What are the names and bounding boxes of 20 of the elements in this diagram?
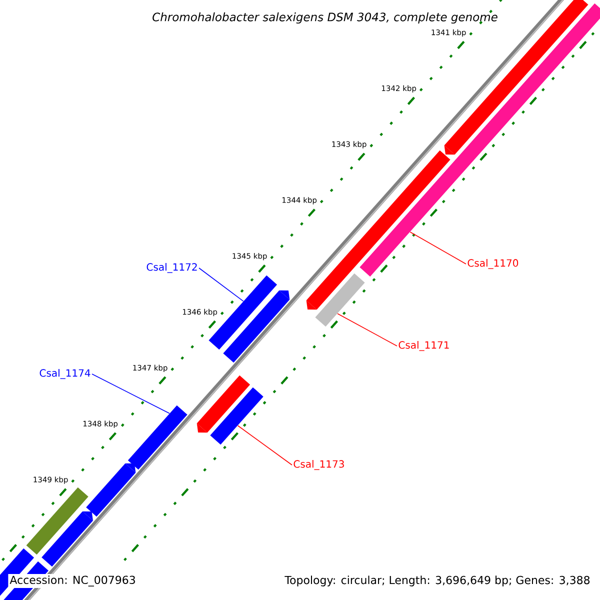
leader-line xyxy=(237,425,292,466)
accession-text: Accession: NC_007963 xyxy=(8,574,138,588)
gene-bar xyxy=(128,405,188,470)
gene-bar xyxy=(86,463,136,517)
leader-line xyxy=(410,232,466,264)
gene-label: Csal_1170 xyxy=(468,259,518,269)
gene-label: Csal_1172 xyxy=(146,263,197,273)
gene-label: Csal_1171 xyxy=(398,341,449,351)
leader-line xyxy=(337,313,398,346)
gene-bar xyxy=(315,273,365,327)
title: Chromohalobacter salexigens DSM 3043, complete genome xyxy=(152,12,498,24)
gene-label: Csal_1174 xyxy=(40,369,90,379)
gene-bar xyxy=(42,511,93,567)
gene-bar xyxy=(196,375,250,433)
gene-label: Csal_1173 xyxy=(294,460,344,470)
genome-info-text: Topology: circular; Length: 3,696,649 bp; Genes: 3,388 xyxy=(283,574,592,588)
leader-line xyxy=(92,374,170,414)
gene-bar xyxy=(223,290,290,363)
gene-bar xyxy=(26,487,88,555)
gene-bar xyxy=(210,387,264,445)
